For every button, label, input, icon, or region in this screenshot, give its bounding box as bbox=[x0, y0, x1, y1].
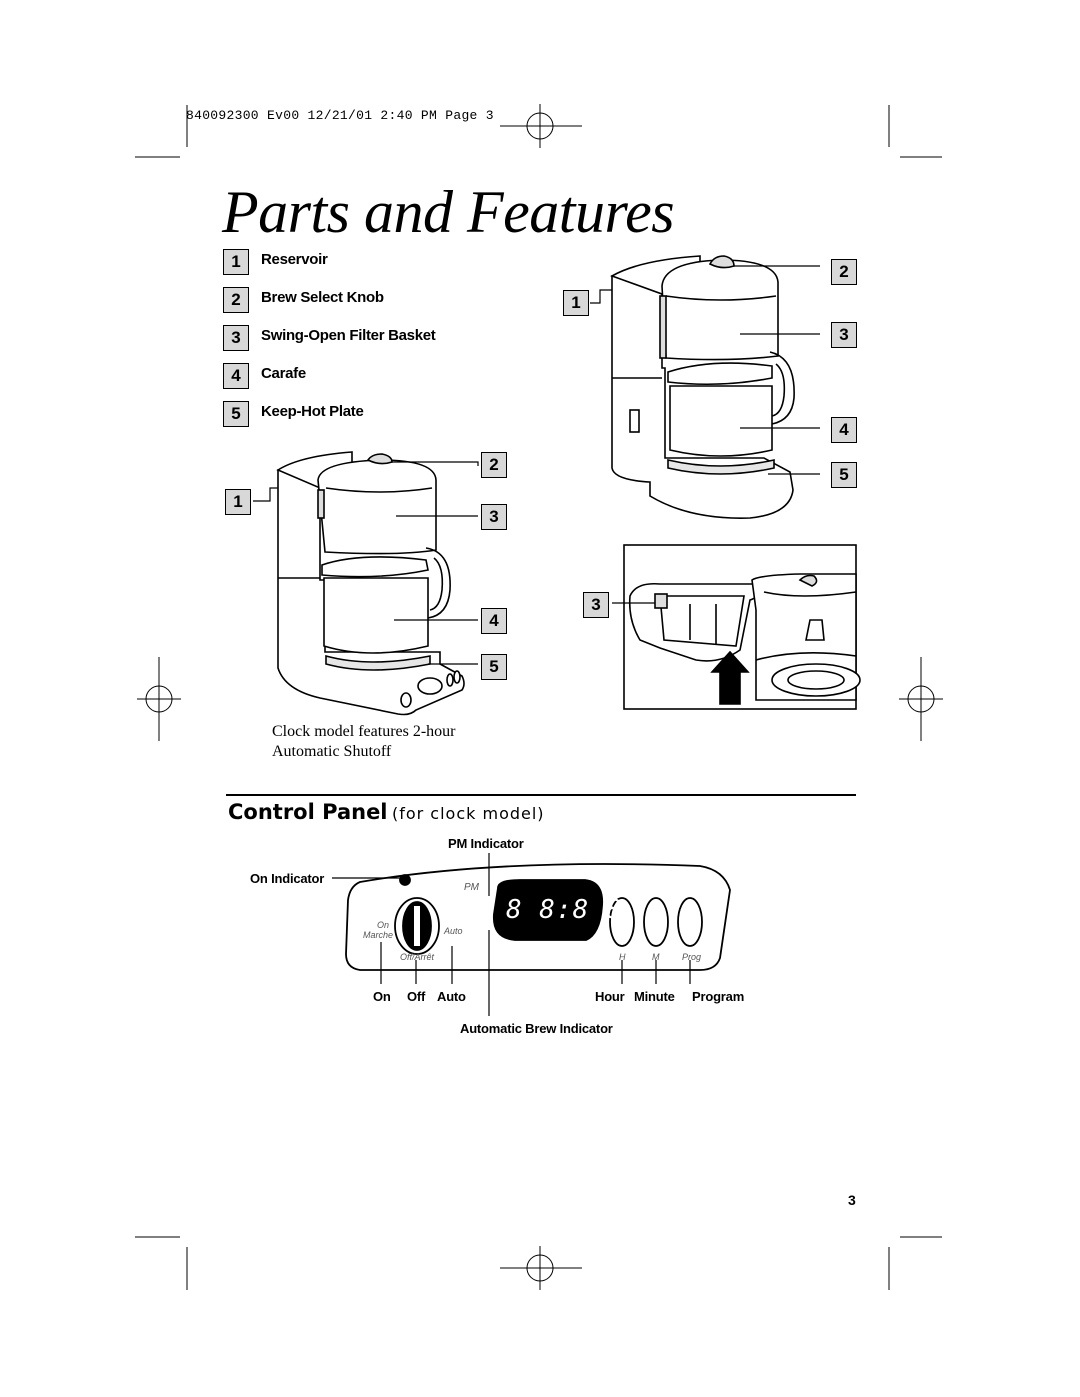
part-label-carafe: Carafe bbox=[261, 365, 306, 382]
control-panel-illustration bbox=[345, 863, 731, 971]
callout-left-2: 2 bbox=[481, 452, 507, 478]
right-leader-lines bbox=[590, 265, 820, 475]
panel-prog-text: Prog bbox=[682, 952, 702, 962]
section-divider bbox=[226, 794, 856, 796]
part-label-filter-basket: Swing-Open Filter Basket bbox=[261, 327, 436, 344]
coffeemaker-clock-illustration bbox=[276, 451, 465, 716]
clock-model-caption: Clock model features 2-hour Automatic Sh… bbox=[272, 723, 456, 760]
filter-basket-detail bbox=[623, 544, 861, 710]
control-panel-leaders bbox=[332, 853, 691, 1016]
part-number-5: 5 bbox=[223, 401, 249, 427]
panel-off-arret-text: Off/Arrêt bbox=[400, 952, 435, 962]
callout-left-3: 3 bbox=[481, 504, 507, 530]
page-number: 3 bbox=[848, 1192, 856, 1208]
part-number-4: 4 bbox=[223, 363, 249, 389]
registration-mark-left bbox=[137, 657, 181, 741]
crop-marks bbox=[135, 105, 942, 1290]
panel-pm-text: PM bbox=[464, 882, 479, 893]
callout-right-1: 1 bbox=[563, 290, 589, 316]
coffeemaker-standard-illustration bbox=[610, 255, 795, 519]
panel-m-text: M bbox=[652, 952, 660, 962]
part-number-2: 2 bbox=[223, 287, 249, 313]
callout-right-4: 4 bbox=[831, 417, 857, 443]
part-number-1: 1 bbox=[223, 249, 249, 275]
registration-mark-top bbox=[500, 104, 582, 148]
control-panel-heading: Control Panel (for clock model) bbox=[228, 800, 545, 824]
callout-left-4: 4 bbox=[481, 608, 507, 634]
callout-left-1: 1 bbox=[225, 489, 251, 515]
automatic-brew-indicator-label: Automatic Brew Indicator bbox=[460, 1021, 613, 1036]
label-on: On bbox=[373, 989, 391, 1004]
part-label-brew-select-knob: Brew Select Knob bbox=[261, 289, 384, 306]
pm-indicator-label: PM Indicator bbox=[448, 836, 524, 851]
label-program: Program bbox=[692, 989, 745, 1004]
left-leader-lines bbox=[253, 461, 479, 665]
callout-right-2: 2 bbox=[831, 259, 857, 285]
control-panel-title: Control Panel bbox=[228, 800, 388, 824]
label-minute: Minute bbox=[634, 989, 675, 1004]
on-indicator-label: On Indicator bbox=[250, 871, 325, 886]
part-label-keep-hot-plate: Keep-Hot Plate bbox=[261, 403, 364, 420]
callout-detail-3: 3 bbox=[583, 592, 609, 618]
label-off: Off bbox=[407, 989, 426, 1004]
label-hour: Hour bbox=[595, 989, 625, 1004]
panel-marche-text: Marche bbox=[363, 930, 394, 940]
clock-display-digits: 8 8:8 8 bbox=[506, 895, 623, 925]
callout-right-3: 3 bbox=[831, 322, 857, 348]
callout-right-5: 5 bbox=[831, 462, 857, 488]
panel-h-text: H bbox=[619, 952, 626, 962]
control-panel-subtitle: (for clock model) bbox=[391, 804, 545, 823]
label-auto: Auto bbox=[437, 989, 466, 1004]
panel-auto-text: Auto bbox=[444, 926, 463, 936]
registration-mark-right bbox=[899, 657, 943, 741]
part-number-3: 3 bbox=[223, 325, 249, 351]
panel-on-text: On bbox=[377, 920, 390, 930]
registration-mark-bottom bbox=[500, 1246, 582, 1290]
part-label-reservoir: Reservoir bbox=[261, 251, 328, 268]
print-slug: 840092300 Ev00 12/21/01 2:40 PM Page 3 bbox=[186, 108, 494, 123]
callout-left-5: 5 bbox=[481, 654, 507, 680]
page-title: Parts and Features bbox=[222, 179, 675, 245]
